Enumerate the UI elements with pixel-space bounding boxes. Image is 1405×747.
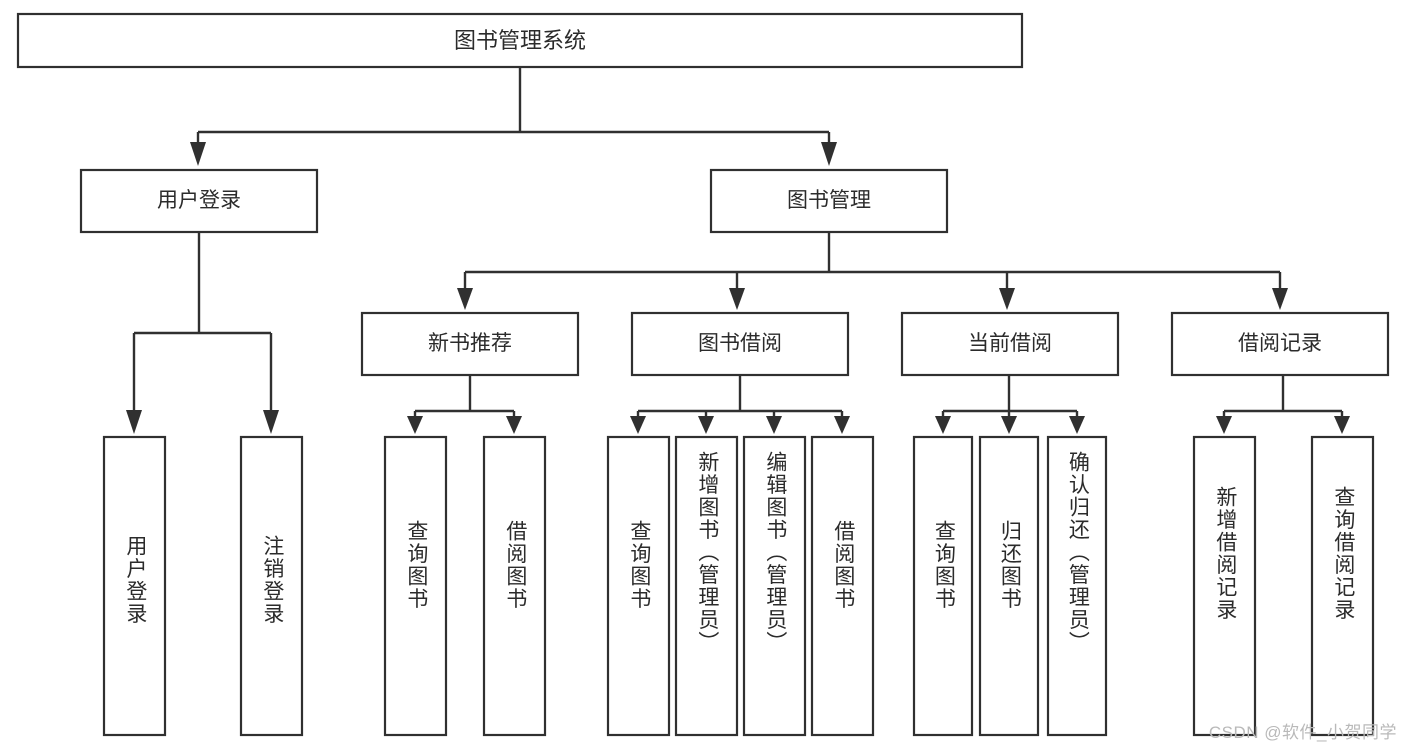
node-box-leaf-add-book[interactable] [674,435,739,737]
arrow-leaf-query-book-3 [935,416,951,434]
arrow-leaf-query-book-1 [407,416,423,434]
arrow-to-current-borrow [999,288,1015,310]
arrow-to-book-borrow [729,288,745,310]
node-box-book-borrow[interactable] [630,311,850,377]
arrow-leaf-edit-book [766,416,782,434]
node-box-leaf-confirm-return[interactable] [1046,435,1108,737]
watermark-text: CSDN @软件_小贺同学 [1208,723,1397,742]
arrow-leaf-return-book [1001,416,1017,434]
node-box-leaf-edit-book[interactable] [742,435,807,737]
arrow-leaf-add-record [1216,416,1232,434]
arrow-to-book-manage [821,142,837,166]
arrow-to-user-login [190,142,206,166]
node-box-leaf-query-book-2[interactable] [606,435,671,737]
node-box-user-login[interactable] [79,168,319,234]
node-box-leaf-query-book-3[interactable] [912,435,974,737]
node-box-leaf-return-book[interactable] [978,435,1040,737]
node-box-leaf-query-record[interactable] [1310,435,1375,737]
arrow-leaf-query-record [1334,416,1350,434]
node-box-leaf-query-book-1[interactable] [383,435,448,737]
node-box-borrow-record[interactable] [1170,311,1390,377]
node-box-book-manage[interactable] [709,168,949,234]
arrow-to-borrow-record [1272,288,1288,310]
arrow-leaf-confirm-return [1069,416,1085,434]
arrow-to-new-book-recommend [457,288,473,310]
arrow-leaf-borrow-book-1 [506,416,522,434]
node-box-current-borrow[interactable] [900,311,1120,377]
node-box-leaf-logout[interactable] [239,435,304,737]
arrow-leaf-add-book [698,416,714,434]
node-box-leaf-borrow-book-1[interactable] [482,435,547,737]
node-box-leaf-borrow-book-2[interactable] [810,435,875,737]
node-box-root[interactable] [16,12,1024,69]
node-box-leaf-add-record[interactable] [1192,435,1257,737]
arrow-leaf-borrow-book-2 [834,416,850,434]
arrow-leaf-query-book-2 [630,416,646,434]
node-box-new-book-recommend[interactable] [360,311,580,377]
arrow-leaf-logout [263,410,279,434]
arrow-leaf-user-login [126,410,142,434]
node-box-leaf-user-login[interactable] [102,435,167,737]
